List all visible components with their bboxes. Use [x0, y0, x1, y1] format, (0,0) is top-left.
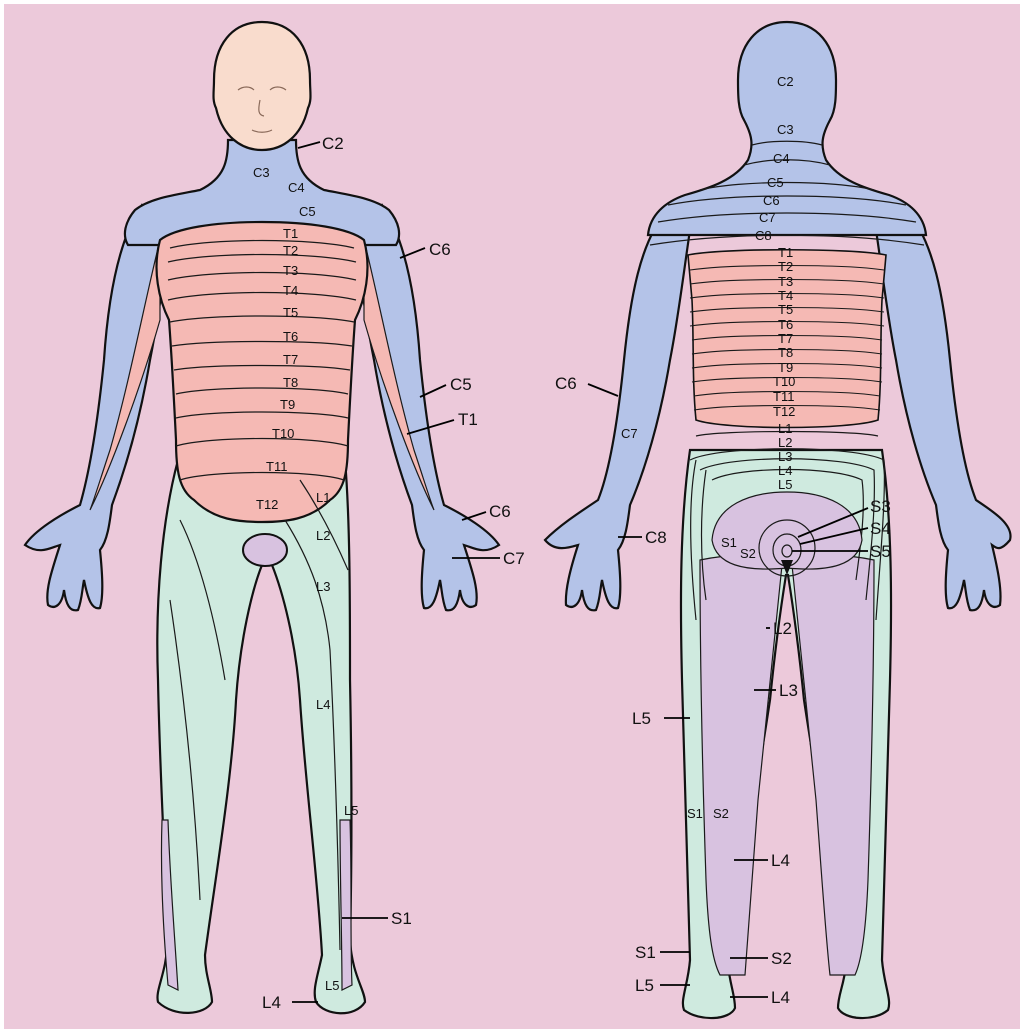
front-callout-c2: C2 [322, 134, 344, 153]
front-label-t12: T12 [256, 497, 278, 512]
front-label-l5-foot: L5 [325, 978, 339, 993]
back-label-c7-arm: C7 [621, 426, 638, 441]
back-label-s2-leg: S2 [713, 806, 729, 821]
front-label-c3: C3 [253, 165, 270, 180]
back-label-s1-hip: S1 [721, 535, 737, 550]
back-label-c5: C5 [767, 175, 784, 190]
back-callout-c6-arm: C6 [555, 374, 577, 393]
back-callout-s1-foot: S1 [635, 943, 656, 962]
back-label-t3: T3 [778, 274, 793, 289]
front-label-t10: T10 [272, 426, 294, 441]
back-callout-s5: S5 [870, 542, 891, 561]
back-callout-l5-foot: L5 [635, 976, 654, 995]
back-callout-l2: L2 [773, 619, 792, 638]
front-head [214, 22, 311, 150]
front-callout-c6-hand: C6 [489, 502, 511, 521]
front-callout-c6-arm: C6 [429, 240, 451, 259]
back-sacral-leg-strip-left [792, 555, 874, 975]
back-label-t6: T6 [778, 317, 793, 332]
back-label-s1-leg: S1 [687, 806, 703, 821]
front-arm-left [354, 205, 499, 610]
back-label-s2-hip: S2 [740, 546, 756, 561]
front-label-t9: T9 [280, 397, 295, 412]
front-label-t8: T8 [283, 375, 298, 390]
front-label-l5: L5 [344, 803, 358, 818]
front-label-t5: T5 [283, 305, 298, 320]
back-label-t5: T5 [778, 302, 793, 317]
front-label-t11: T11 [266, 459, 287, 474]
back-label-t10: T10 [773, 374, 795, 389]
back-label-l5: L5 [778, 477, 792, 492]
front-s1-right [340, 820, 352, 990]
front-label-t6: T6 [283, 329, 298, 344]
back-callout-l4-foot: L4 [771, 988, 790, 1007]
back-label-t8: T8 [778, 345, 793, 360]
front-label-c4: C4 [288, 180, 305, 195]
front-label-t1: T1 [283, 226, 298, 241]
back-label-t2: T2 [778, 259, 793, 274]
back-label-l1: L1 [778, 421, 792, 436]
back-label-c6: C6 [763, 193, 780, 208]
front-label-t4: T4 [283, 283, 298, 298]
front-genital-area [243, 534, 287, 566]
back-label-t12: T12 [773, 404, 795, 419]
back-callout-l3: L3 [779, 681, 798, 700]
back-arm-left [876, 210, 1011, 610]
back-label-t4: T4 [778, 288, 793, 303]
front-arm-right [25, 205, 170, 610]
front-label-l2: L2 [316, 528, 330, 543]
front-callout-t1-arm: T1 [458, 410, 478, 429]
front-label-l1: L1 [316, 490, 330, 505]
back-label-l4: L4 [778, 463, 792, 478]
back-label-c3: C3 [777, 122, 794, 137]
back-label-c2: C2 [777, 74, 794, 89]
back-label-l3: L3 [778, 449, 792, 464]
front-label-t2: T2 [283, 243, 298, 258]
front-torso [157, 222, 368, 522]
back-label-t11: T11 [773, 389, 794, 404]
front-label-t3: T3 [283, 263, 298, 278]
back-label-t7: T7 [778, 331, 793, 346]
back-arm-right [545, 210, 690, 610]
back-label-c4: C4 [773, 151, 790, 166]
front-label-t7: T7 [283, 352, 298, 367]
back-label-t1: T1 [778, 245, 793, 260]
back-callout-s4: S4 [870, 519, 891, 538]
back-callout-l5: L5 [632, 709, 651, 728]
back-callout-s3: S3 [870, 497, 891, 516]
back-label-c7: C7 [759, 210, 776, 225]
back-label-c8: C8 [755, 228, 772, 243]
front-callout-l4-foot: L4 [262, 993, 281, 1012]
front-callout-c5-arm: C5 [450, 375, 472, 394]
front-label-c5: C5 [299, 204, 316, 219]
back-label-l2: L2 [778, 435, 792, 450]
back-sacral-leg-strip [700, 555, 782, 975]
front-label-l3: L3 [316, 579, 330, 594]
back-callout-s2-foot: S2 [771, 949, 792, 968]
back-callout-l4: L4 [771, 851, 790, 870]
back-callout-c8-hand: C8 [645, 528, 667, 547]
front-callout-s1-leg: S1 [391, 909, 412, 928]
back-label-t9: T9 [778, 360, 793, 375]
front-callout-c7-hand: C7 [503, 549, 525, 568]
front-label-l4: L4 [316, 697, 330, 712]
